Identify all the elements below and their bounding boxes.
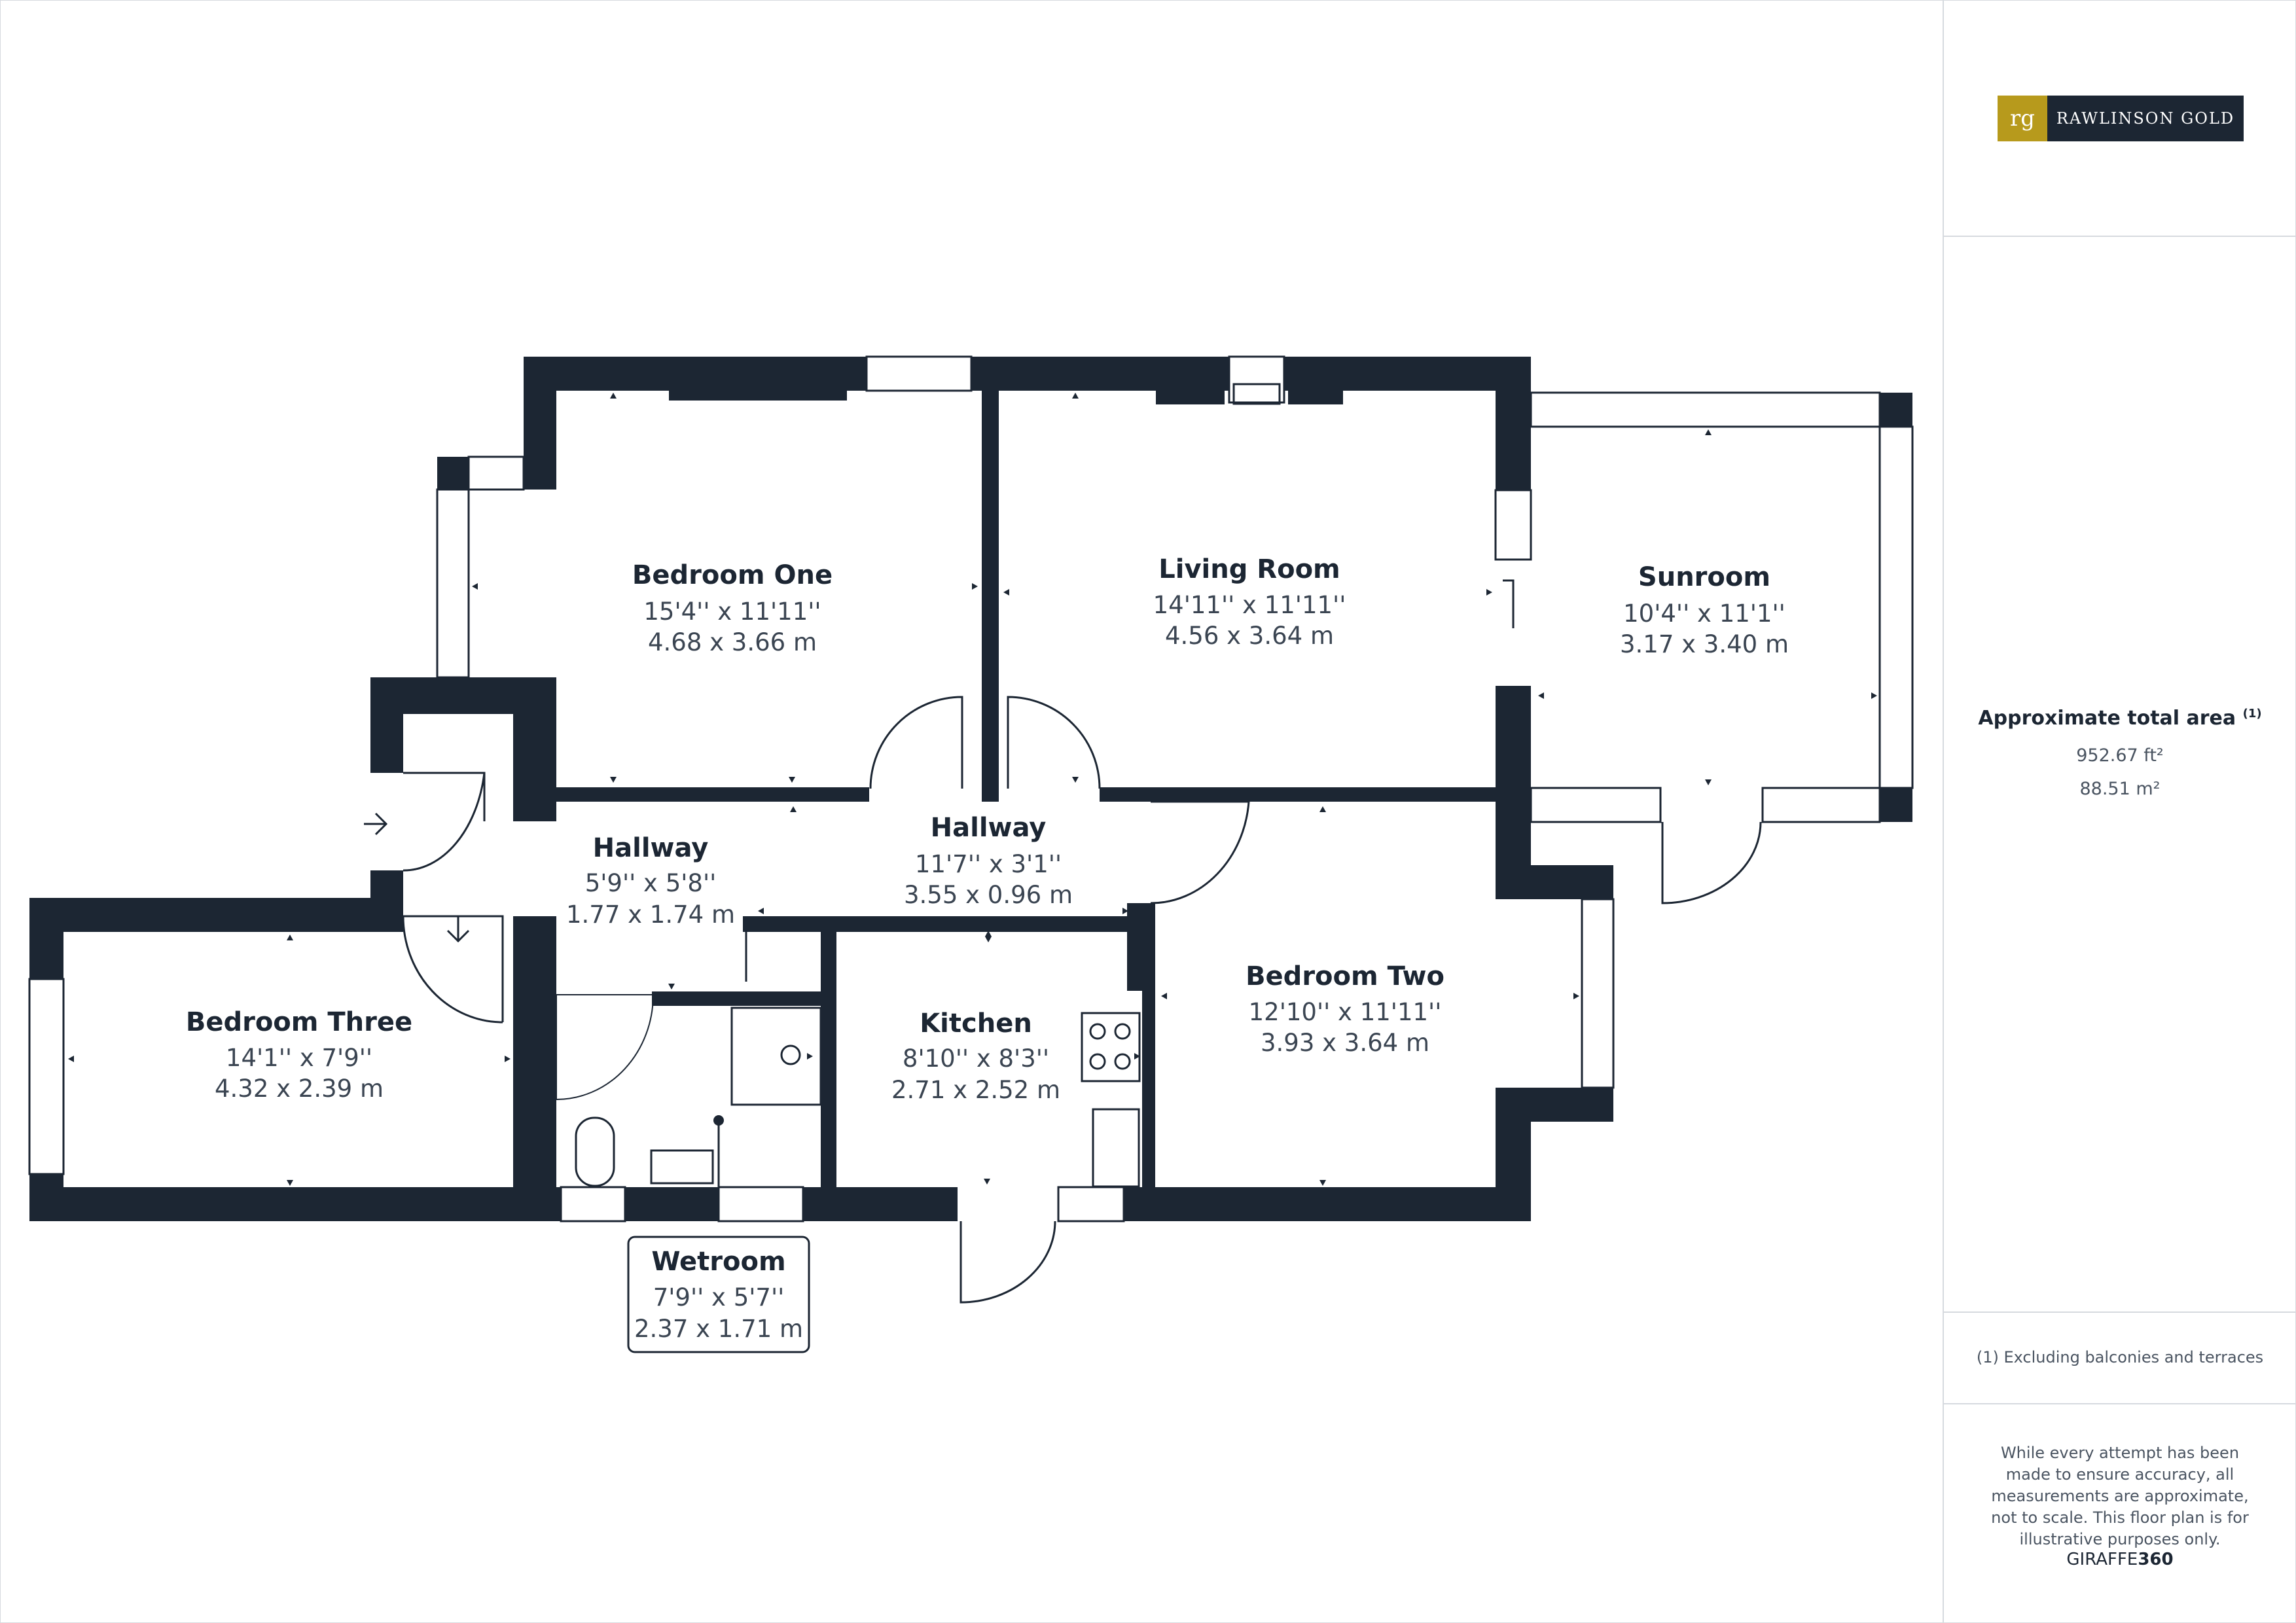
hallway-center-imperial: 11'7'' x 3'1'' xyxy=(915,850,1062,878)
logo-name: RAWLINSON GOLD xyxy=(2047,96,2244,141)
kitchen-metric: 2.71 x 2.52 m xyxy=(891,1076,1060,1104)
wetroom-imperial: 7'9'' x 5'7'' xyxy=(653,1283,785,1311)
fixtures xyxy=(575,383,1281,1188)
bedroom-one-imperial: 15'4'' x 11'11'' xyxy=(643,597,821,626)
entrance-arrow-icon-2 xyxy=(446,916,470,943)
floor-plan: Bedroom One 15'4'' x 11'11'' 4.68 x 3.66… xyxy=(28,355,1914,1353)
wetroom-metric: 2.37 x 1.71 m xyxy=(634,1315,803,1343)
brand-logo: rg RAWLINSON GOLD xyxy=(1998,96,2244,141)
bedroom-three-name: Bedroom Three xyxy=(186,1007,412,1037)
hallway-left-name: Hallway xyxy=(593,833,709,863)
room-labels: Bedroom One 15'4'' x 11'11'' 4.68 x 3.66… xyxy=(186,554,1789,1343)
area-note-marker: (1) xyxy=(2242,707,2262,721)
living-room-imperial: 14'11'' x 11'11'' xyxy=(1153,591,1346,619)
bedroom-two-name: Bedroom Two xyxy=(1246,961,1444,991)
sunroom-metric: 3.17 x 3.40 m xyxy=(1620,630,1789,658)
total-area-section: Approximate total area (1) 952.67 ft² 88… xyxy=(1944,707,2296,799)
bedroom-one-name: Bedroom One xyxy=(632,560,833,590)
area-title-text: Approximate total area xyxy=(1978,707,2236,730)
disclaimer-text: While every attempt has been made to ens… xyxy=(1991,1444,2249,1548)
living-room-metric: 4.56 x 3.64 m xyxy=(1165,622,1334,650)
area-sqm: 88.51 m² xyxy=(2079,779,2161,799)
credit-suffix: 360 xyxy=(2138,1550,2174,1569)
bedroom-one-metric: 4.68 x 3.66 m xyxy=(648,628,817,656)
credit-prefix: GIRAFFE xyxy=(2066,1550,2138,1569)
bedroom-three-imperial: 14'1'' x 7'9'' xyxy=(226,1044,372,1072)
bedroom-two-metric: 3.93 x 3.64 m xyxy=(1261,1029,1429,1057)
living-room-name: Living Room xyxy=(1158,554,1340,584)
doors xyxy=(402,579,1762,1304)
info-sidebar: rg RAWLINSON GOLD Approximate total area… xyxy=(1943,0,2296,1623)
bedroom-two-imperial: 12'10'' x 11'11'' xyxy=(1249,998,1442,1026)
logo-mark: rg xyxy=(1998,96,2047,141)
dimension-markers xyxy=(68,393,1877,1186)
sunroom-name: Sunroom xyxy=(1638,562,1770,592)
sunroom-imperial: 10'4'' x 11'1'' xyxy=(1623,599,1785,628)
area-footnote: (1) Excluding balconies and terraces xyxy=(1976,1348,2264,1366)
sidebar-divider xyxy=(1944,236,2296,237)
entrance-arrow-icon xyxy=(364,812,388,836)
kitchen-imperial: 8'10'' x 8'3'' xyxy=(903,1044,1049,1073)
wetroom-label-box xyxy=(627,1236,810,1353)
hallway-center-metric: 3.55 x 0.96 m xyxy=(904,881,1073,909)
hallway-left-imperial: 5'9'' x 5'8'' xyxy=(585,869,717,897)
sidebar-divider xyxy=(1944,1311,2296,1313)
hallway-center-name: Hallway xyxy=(931,813,1047,843)
giraffe360-credit: GIRAFFE360 xyxy=(1944,1550,2296,1569)
bedroom-three-metric: 4.32 x 2.39 m xyxy=(215,1075,384,1103)
area-title: Approximate total area (1) xyxy=(1944,707,2296,730)
hallway-left-metric: 1.77 x 1.74 m xyxy=(566,901,735,929)
kitchen-name: Kitchen xyxy=(920,1008,1032,1039)
windows xyxy=(28,355,1914,1222)
sidebar-divider xyxy=(1944,1403,2296,1404)
wetroom-name: Wetroom xyxy=(651,1247,785,1277)
area-sqft: 952.67 ft² xyxy=(2076,745,2164,766)
